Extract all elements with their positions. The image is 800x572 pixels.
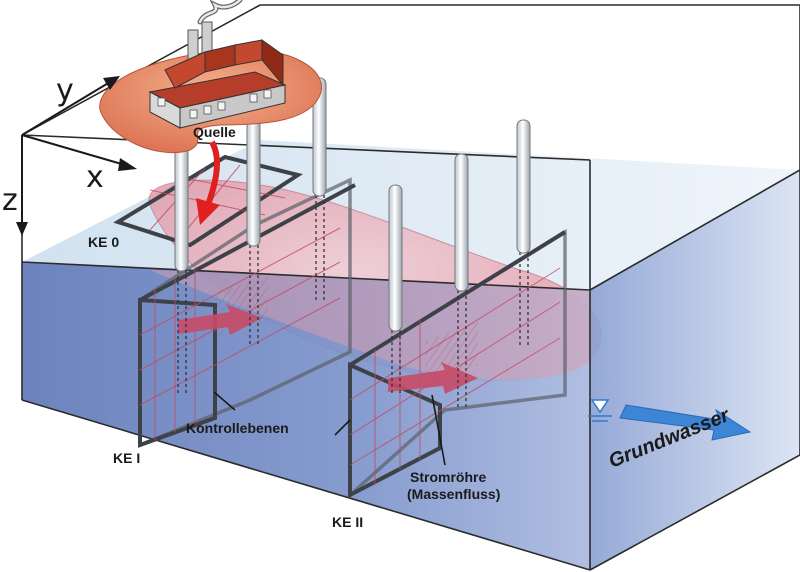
groundwater-flow-arrow xyxy=(619,404,752,441)
label-ke1: KE I xyxy=(113,450,140,466)
mass-flux-arrow-2 xyxy=(388,362,478,394)
axis-label-y: y xyxy=(56,73,74,108)
control-plane-grid xyxy=(139,164,561,485)
leader-stromroehre xyxy=(431,394,446,466)
coordinate-axes xyxy=(16,76,137,236)
label-quelle: Quelle xyxy=(193,124,236,140)
source-infiltration-arrowhead xyxy=(196,198,220,225)
label-stromroehre: Stromröhre xyxy=(410,469,486,485)
control-plane-ke1-front xyxy=(138,297,217,448)
axis-label-x: x xyxy=(86,160,104,195)
mass-flux-arrow-1 xyxy=(178,304,262,335)
label-ke0: KE 0 xyxy=(88,234,119,250)
water-table-symbol xyxy=(588,399,612,422)
control-plane-ke2-front xyxy=(348,361,442,499)
axis-label-z: z xyxy=(2,183,18,218)
groundwater-side-face xyxy=(590,170,800,570)
leader-kontrollebenen-1 xyxy=(213,391,236,411)
source-infiltration-arrow xyxy=(205,140,220,206)
label-ke2: KE II xyxy=(332,514,363,530)
factory-icon xyxy=(148,0,287,129)
monitoring-wells xyxy=(174,77,531,410)
label-massenfluss: (Massenfluss) xyxy=(407,486,500,502)
label-kontrollebenen: Kontrollebenen xyxy=(186,420,289,436)
leader-kontrollebenen-2 xyxy=(334,419,351,436)
